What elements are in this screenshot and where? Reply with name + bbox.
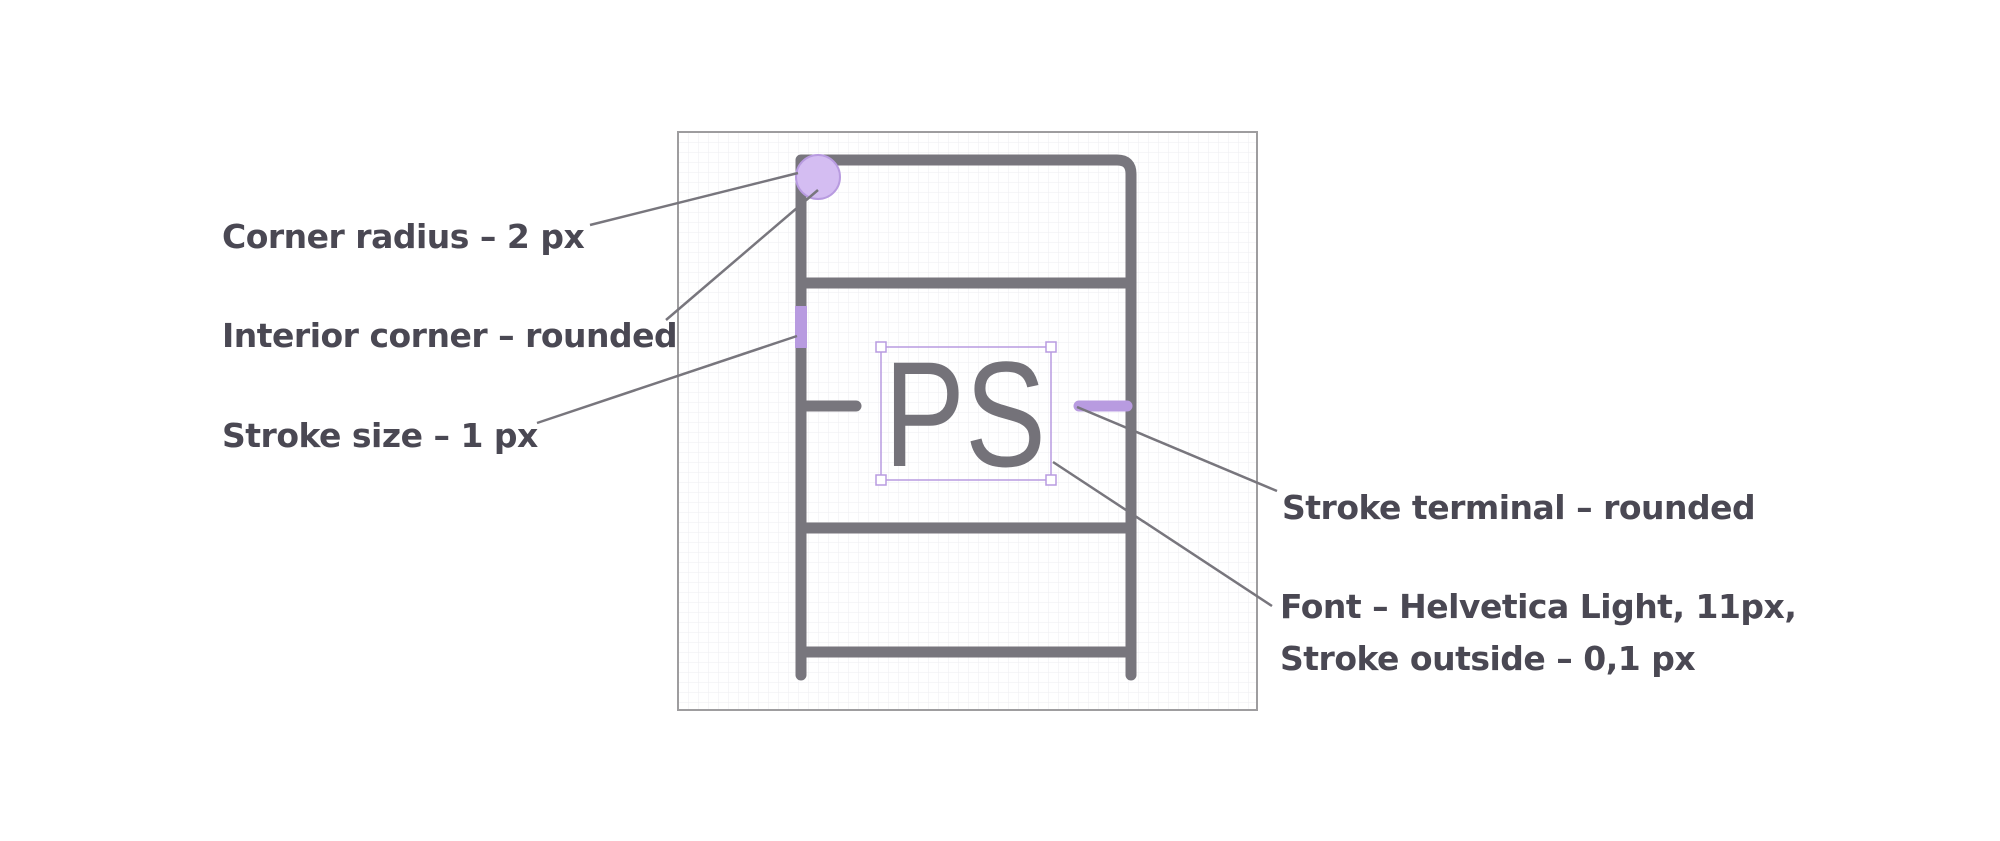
- text-bbox-handle: [875, 474, 887, 486]
- leader-corner-radius: [589, 171, 799, 227]
- document-icon: [795, 154, 1137, 681]
- interior-corner-label: Interior corner – rounded: [222, 316, 678, 355]
- leader-stroke-size: [536, 334, 798, 425]
- corner-radius-highlight: [795, 154, 841, 200]
- font-label-line1: Font – Helvetica Light, 11px,: [1280, 587, 1797, 626]
- font-label-line2: Stroke outside – 0,1 px: [1280, 639, 1696, 678]
- icon-label-text: PS: [884, 330, 1046, 498]
- artboard-frame: [677, 131, 1258, 711]
- corner-radius-label: Corner radius – 2 px: [222, 217, 585, 256]
- text-bounding-box: [875, 341, 1057, 486]
- leader-lines: [536, 171, 1278, 608]
- text-bbox-frame: [880, 346, 1052, 481]
- stroke-terminal-label: Stroke terminal – rounded: [1282, 488, 1756, 527]
- leader-stroke-terminal: [1076, 405, 1278, 493]
- leader-font: [1052, 460, 1273, 608]
- leader-interior-corner: [665, 189, 819, 321]
- stroke-size-label: Stroke size – 1 px: [222, 416, 538, 455]
- highlights: [795, 154, 1133, 412]
- text-bbox-handle: [1045, 341, 1057, 353]
- text-bbox-handle: [875, 341, 887, 353]
- text-bbox-handle: [1045, 474, 1057, 486]
- stroke-size-highlight: [795, 306, 807, 348]
- icon-outline: [795, 154, 1137, 681]
